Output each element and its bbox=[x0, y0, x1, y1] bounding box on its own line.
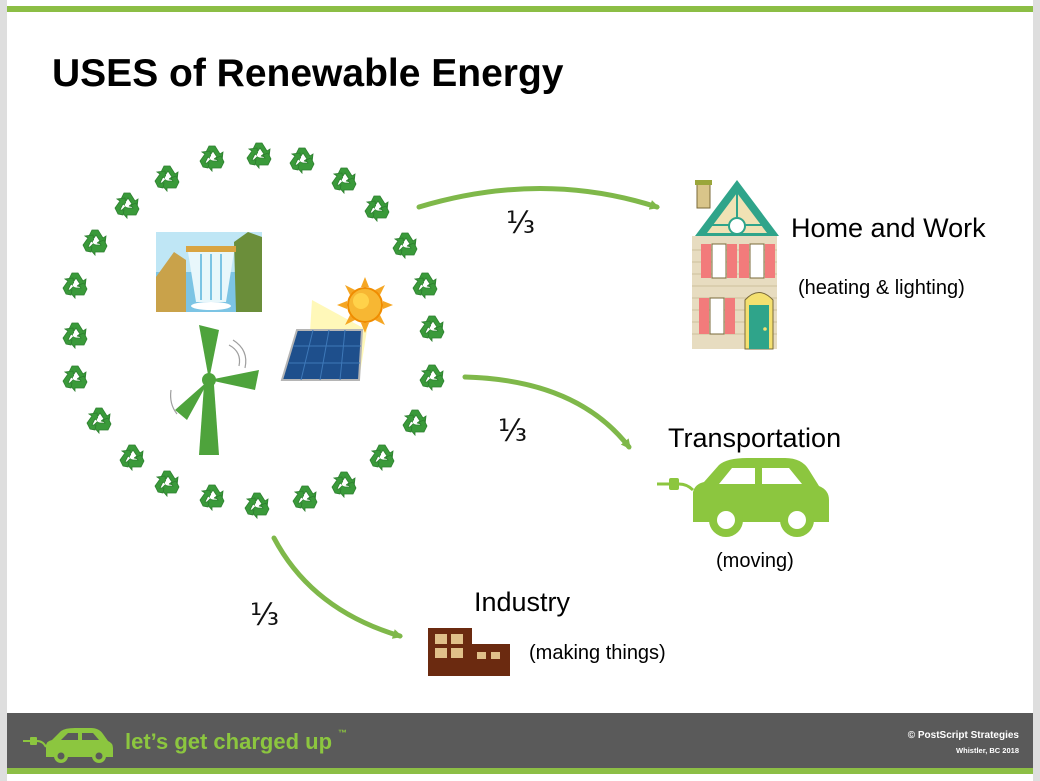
recycle-icon bbox=[410, 270, 440, 300]
recycle-icon bbox=[117, 442, 147, 472]
arrow-to-industry bbox=[271, 535, 403, 639]
recycle-icon bbox=[417, 362, 447, 392]
fraction-industry: ⅓ bbox=[250, 598, 280, 633]
flow-arrows bbox=[271, 186, 660, 639]
recycle-icon bbox=[417, 313, 447, 343]
recycle-icon bbox=[329, 165, 359, 195]
recycle-icon bbox=[152, 163, 182, 193]
slide: USES of Renewable Energy bbox=[7, 0, 1033, 781]
detail-home-and-work: (heating & lighting) bbox=[798, 277, 965, 299]
slide-title: USES of Renewable Energy bbox=[52, 52, 564, 95]
recycle-icon bbox=[112, 190, 142, 220]
footer-copyright: © PostScript Strategies bbox=[907, 730, 1019, 741]
house-icon bbox=[692, 180, 779, 350]
sun-icon bbox=[337, 277, 393, 333]
recycle-icon bbox=[287, 145, 317, 175]
fraction-home: ⅓ bbox=[506, 206, 536, 241]
fraction-transportation: ⅓ bbox=[498, 414, 528, 449]
recycle-icon bbox=[400, 407, 430, 437]
trademark-symbol: ™ bbox=[338, 728, 347, 738]
footer-location: Whistler, BC 2018 bbox=[956, 746, 1019, 755]
recycle-icon bbox=[390, 230, 420, 260]
electric-car-plug-icon bbox=[23, 728, 113, 763]
recycle-icon bbox=[329, 469, 359, 499]
recycle-icon bbox=[60, 320, 90, 350]
footer-tagline: let’s get charged up bbox=[125, 729, 333, 754]
recycle-icon bbox=[152, 468, 182, 498]
hydro-dam-icon bbox=[156, 232, 262, 312]
factory-icon bbox=[428, 628, 510, 676]
recycle-icon bbox=[242, 490, 272, 520]
recycle-icon bbox=[60, 363, 90, 393]
arrow-to-transportation bbox=[462, 374, 632, 450]
label-industry: Industry bbox=[474, 587, 571, 617]
recycle-icon bbox=[197, 482, 227, 512]
diagram: ⅓ ⅓ ⅓ Home and Work (heating & lighting)… bbox=[7, 0, 1033, 713]
label-transportation: Transportation bbox=[668, 423, 842, 453]
recycle-icon bbox=[244, 140, 274, 170]
diagram-canvas bbox=[60, 140, 829, 676]
label-home-and-work: Home and Work bbox=[791, 213, 986, 243]
recycle-icon bbox=[290, 483, 320, 513]
recycle-icon bbox=[197, 143, 227, 173]
recycle-icon bbox=[60, 270, 90, 300]
recycle-icon-ring bbox=[60, 140, 447, 520]
recycle-icon bbox=[84, 405, 114, 435]
electric-car-icon bbox=[657, 458, 829, 537]
arrow-to-home bbox=[416, 186, 660, 210]
recycle-icon bbox=[80, 227, 110, 257]
bottom-accent-rule bbox=[7, 768, 1033, 774]
detail-transportation: (moving) bbox=[716, 550, 794, 572]
detail-industry: (making things) bbox=[529, 642, 666, 664]
recycle-icon bbox=[362, 193, 392, 223]
recycle-icon bbox=[367, 442, 397, 472]
solar-panel-icon bbox=[280, 300, 367, 381]
top-accent-rule bbox=[7, 6, 1033, 12]
wind-turbine-icon bbox=[170, 325, 259, 455]
footer-bar: let’s get charged up ™ © PostScript Stra… bbox=[7, 713, 1033, 768]
